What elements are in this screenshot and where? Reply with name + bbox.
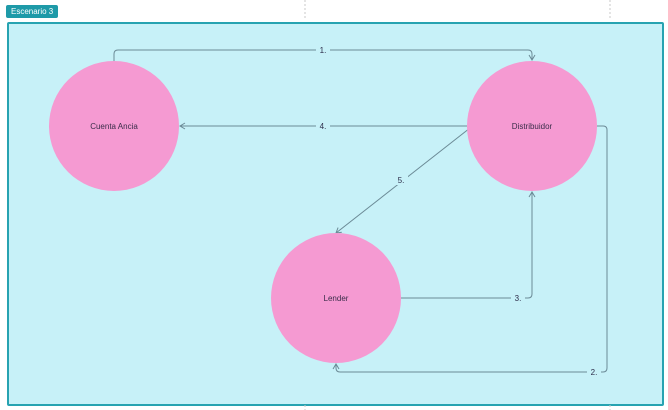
edge-3[interactable] xyxy=(401,191,536,299)
edge-label-1: 1. xyxy=(320,46,327,55)
node-distribuidor[interactable] xyxy=(467,61,597,191)
node-label-cuenta-ancia: Cuenta Ancia xyxy=(90,122,138,131)
edge-label-4: 4. xyxy=(320,122,327,131)
edge-label-3: 3. xyxy=(515,294,522,303)
edge-2[interactable] xyxy=(332,125,608,373)
edge-label-5: 5. xyxy=(398,176,405,185)
frame-title-tag[interactable]: Escenario 3 xyxy=(6,5,59,18)
node-lender[interactable] xyxy=(271,233,401,363)
node-label-lender: Lender xyxy=(324,294,349,303)
node-cuenta-ancia[interactable] xyxy=(49,61,179,191)
edge-label-2: 2. xyxy=(591,368,598,377)
node-label-distribuidor: Distribuidor xyxy=(512,122,553,131)
